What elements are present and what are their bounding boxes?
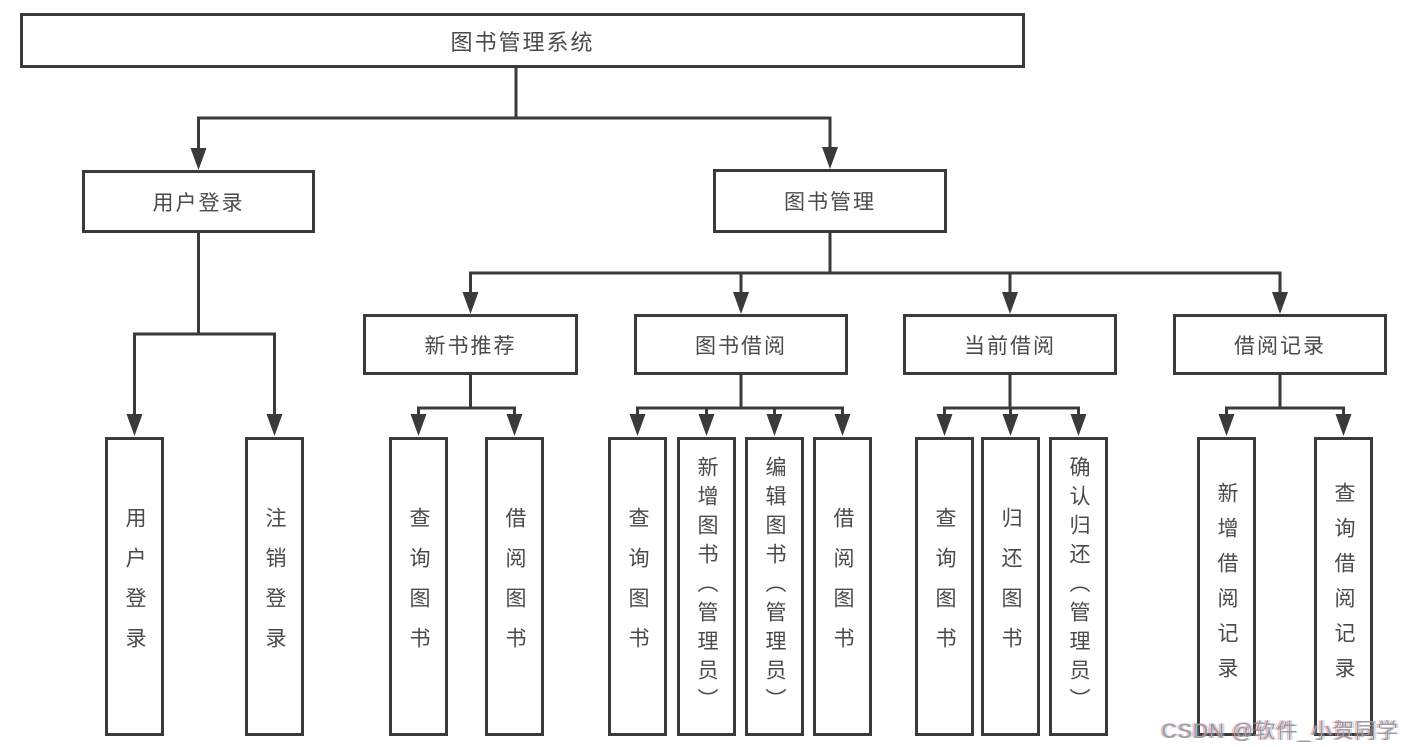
- leaf-query-books-recommend-label: 查询图书: [407, 506, 430, 667]
- leaf-logout: 注销登录: [245, 437, 304, 736]
- leaf-user-login: 用户登录: [105, 437, 164, 736]
- leaf-return-book: 归还图书: [981, 437, 1040, 736]
- node-borrowing-records: 借阅记录: [1173, 314, 1387, 375]
- leaf-query-books-borrowing-label: 查询图书: [626, 506, 649, 667]
- node-book-management: 图书管理: [713, 169, 947, 233]
- leaf-query-books-current: 查询图书: [915, 437, 974, 736]
- node-root-library-system: 图书管理系统: [20, 13, 1025, 68]
- leaf-query-books-borrowing: 查询图书: [608, 437, 667, 736]
- leaf-add-borrow-record: 新增借阅记录: [1197, 437, 1256, 736]
- node-current-borrowing: 当前借阅: [903, 314, 1117, 375]
- leaf-confirm-return-admin: 确认归还（管理员）: [1049, 437, 1108, 736]
- leaf-borrow-books-recommend: 借阅图书: [485, 437, 544, 736]
- leaf-edit-book-admin-label: 编辑图书（管理员）: [763, 456, 786, 717]
- leaf-query-borrow-record: 查询借阅记录: [1314, 437, 1373, 736]
- leaf-user-login-label: 用户登录: [123, 506, 146, 667]
- node-user-login: 用户登录: [82, 170, 315, 233]
- leaf-logout-label: 注销登录: [263, 506, 286, 667]
- leaf-query-borrow-record-label: 查询借阅记录: [1332, 481, 1355, 692]
- leaf-query-books-recommend: 查询图书: [389, 437, 448, 736]
- leaf-confirm-return-admin-label: 确认归还（管理员）: [1067, 456, 1090, 717]
- leaf-add-book-admin: 新增图书（管理员）: [677, 437, 736, 736]
- leaf-add-book-admin-label: 新增图书（管理员）: [695, 456, 718, 717]
- leaf-borrow-books-borrowing: 借阅图书: [813, 437, 872, 736]
- node-new-book-recommend: 新书推荐: [363, 314, 578, 375]
- leaf-add-borrow-record-label: 新增借阅记录: [1215, 481, 1238, 692]
- leaf-return-book-label: 归还图书: [999, 506, 1022, 667]
- leaf-borrow-books-recommend-label: 借阅图书: [503, 506, 526, 667]
- leaf-query-books-current-label: 查询图书: [933, 506, 956, 667]
- csdn-watermark: CSDN @软件_小贺同学: [1161, 720, 1399, 743]
- leaf-edit-book-admin: 编辑图书（管理员）: [745, 437, 804, 736]
- node-book-borrowing: 图书借阅: [634, 314, 848, 375]
- leaf-borrow-books-borrowing-label: 借阅图书: [831, 506, 854, 667]
